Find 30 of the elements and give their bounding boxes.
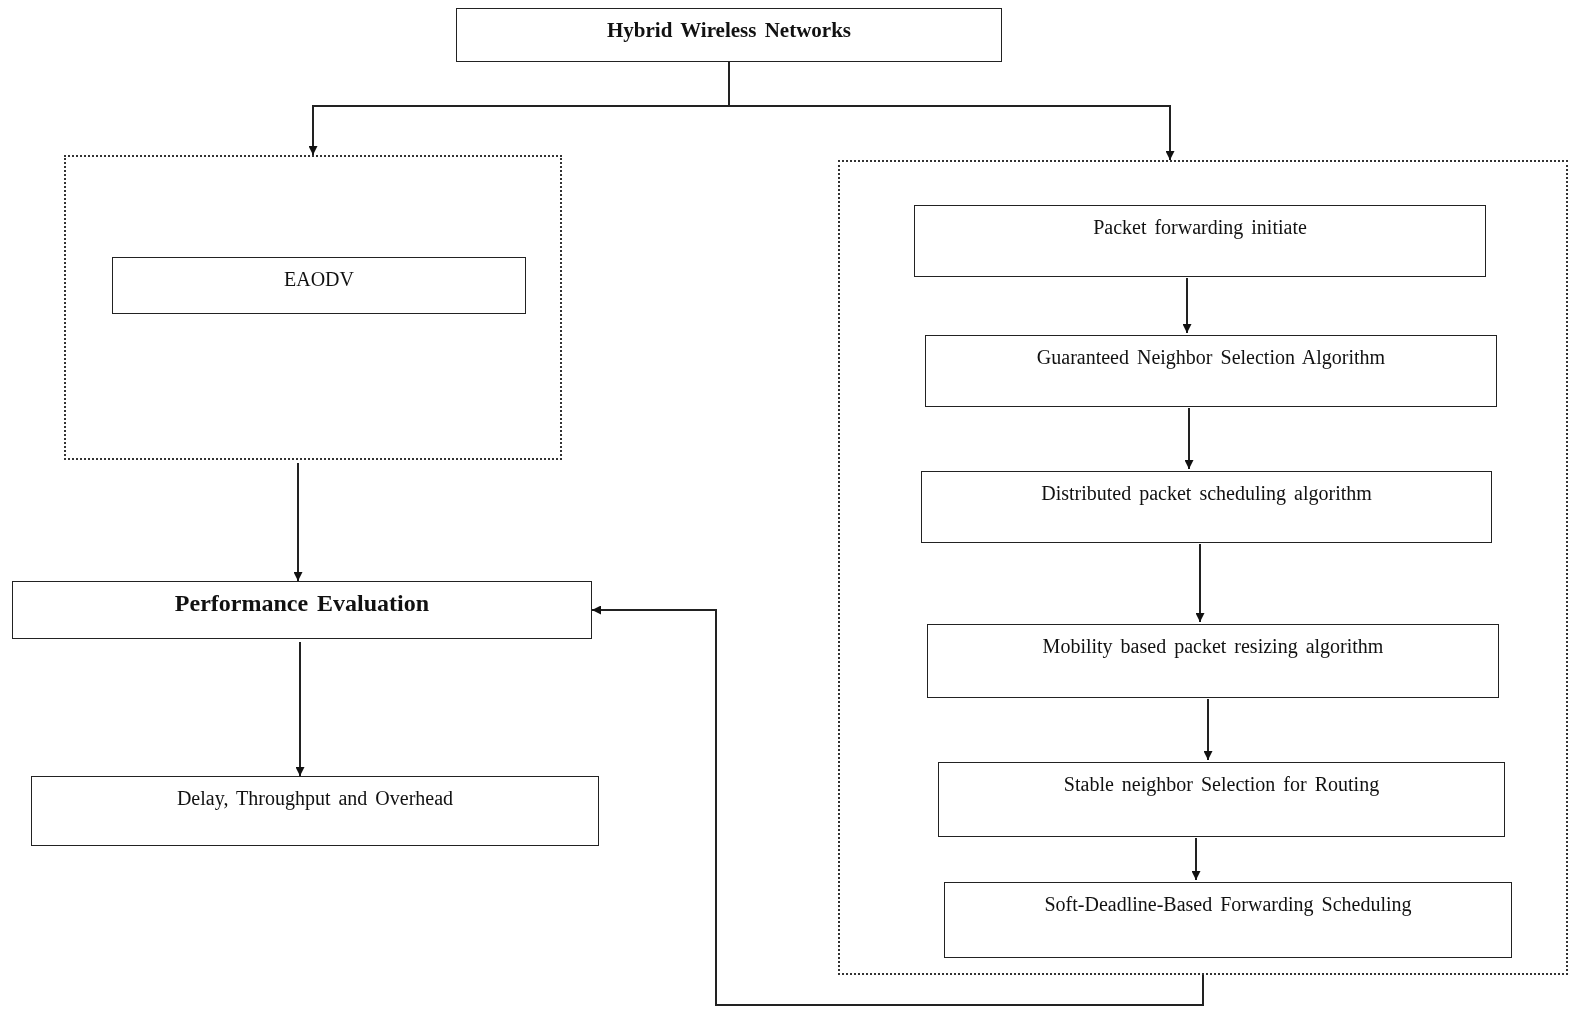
arrow xyxy=(1182,277,1192,334)
process-box xyxy=(112,257,526,314)
arrow xyxy=(295,641,305,777)
box-label: Mobility based packet resizing algorithm xyxy=(1041,634,1385,660)
arrow xyxy=(1195,543,1205,623)
box-label: Delay, Throughput and Overhead xyxy=(175,786,455,812)
box-label: Guaranteed Neighbor Selection Algorithm xyxy=(1035,345,1387,371)
box-label: Packet forwarding initiate xyxy=(1092,215,1308,241)
box-label: Stable neighbor Selection for Routing xyxy=(1062,772,1381,798)
dotted-group-box xyxy=(64,155,562,460)
process-box xyxy=(944,882,1512,958)
process-box xyxy=(938,762,1505,837)
process-box xyxy=(456,8,1002,62)
box-label: Hybrid Wireless Networks xyxy=(606,17,852,44)
box-label: Distributed packet scheduling algorithm xyxy=(1040,481,1373,507)
box-label: Soft-Deadline-Based Forwarding Scheduling xyxy=(1043,892,1413,918)
arrow xyxy=(1191,837,1201,881)
process-box xyxy=(914,205,1486,277)
dotted-group-box xyxy=(838,160,1568,975)
arrow xyxy=(1203,698,1213,761)
arrow xyxy=(293,462,303,582)
process-box xyxy=(921,471,1492,543)
process-box xyxy=(925,335,1497,407)
process-box xyxy=(31,776,599,846)
process-box xyxy=(927,624,1499,698)
process-box xyxy=(12,581,592,639)
arrow xyxy=(1184,407,1194,470)
box-label: Performance Evaluation xyxy=(173,589,431,618)
arrow xyxy=(591,605,1204,1006)
box-label: EAODV xyxy=(283,267,355,292)
